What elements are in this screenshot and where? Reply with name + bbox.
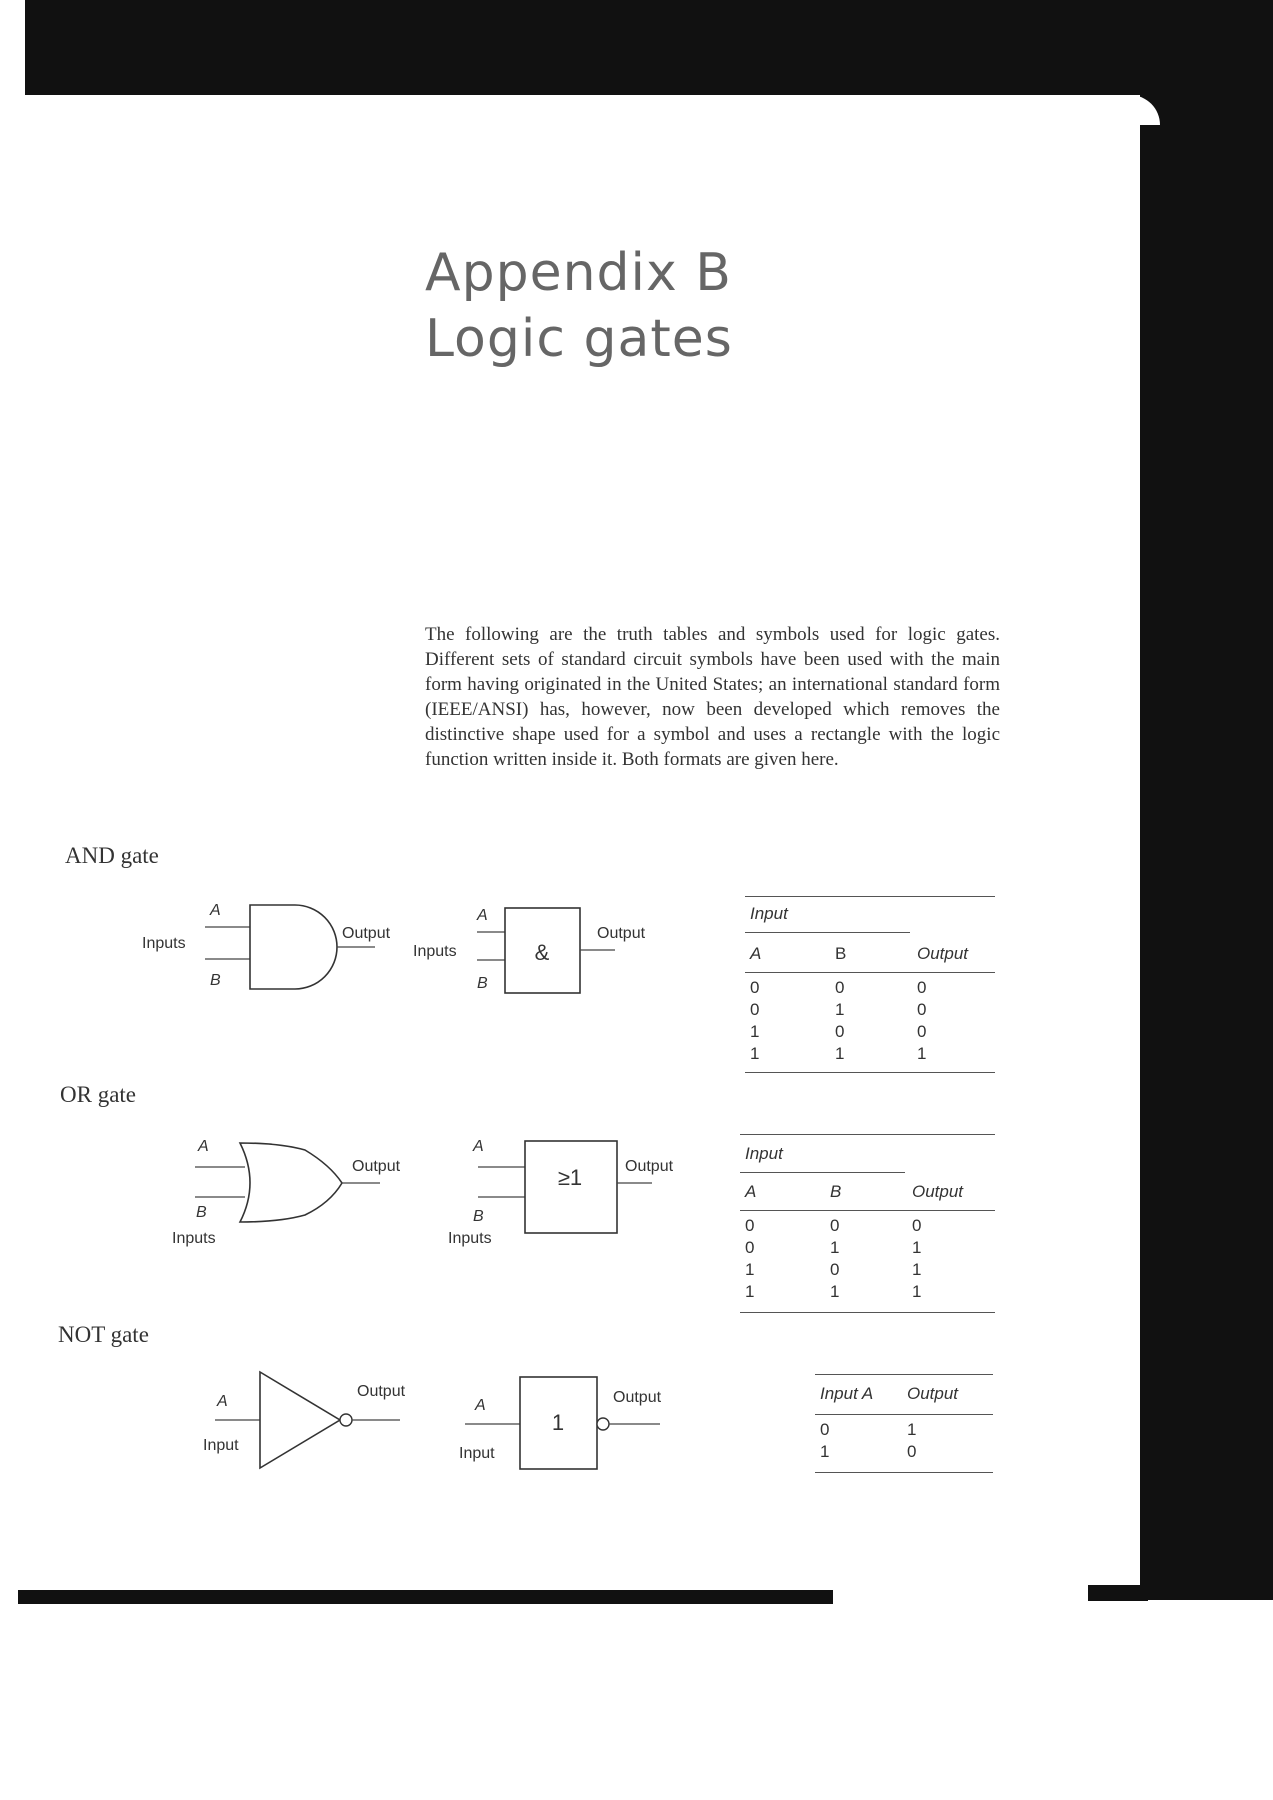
and-ansi-label-b: B <box>210 972 221 989</box>
or-iec-label-a: A <box>472 1138 484 1155</box>
not-truth-table: Input A Output 0 1 1 0 <box>815 1374 993 1484</box>
and-table-cell: 1 <box>750 1044 760 1063</box>
and-iec-label-inputs: Inputs <box>413 943 457 960</box>
or-table-cell: 1 <box>745 1282 755 1301</box>
not-iec-label-input: Input <box>459 1445 495 1462</box>
or-table-cell: 0 <box>912 1216 922 1235</box>
or-table-cell: 1 <box>912 1238 922 1257</box>
and-table-cell: 1 <box>750 1022 760 1041</box>
or-table-cell: 1 <box>830 1238 840 1257</box>
and-table-cell: 0 <box>917 978 927 997</box>
or-table-cell: 0 <box>830 1260 840 1279</box>
and-gate-iec-symbol: & A B Inputs Output <box>413 907 646 994</box>
not-iec-label-output: Output <box>613 1389 662 1406</box>
or-table-cell: 0 <box>830 1216 840 1235</box>
and-table-cell: 1 <box>835 1000 845 1019</box>
or-table-input-group: Input <box>745 1144 783 1163</box>
or-iec-label-b: B <box>473 1208 484 1225</box>
and-table-input-group: Input <box>750 904 788 923</box>
and-table-cell: 0 <box>750 978 760 997</box>
or-ansi-label-b: B <box>196 1204 207 1221</box>
not-table-cell: 0 <box>820 1420 830 1439</box>
and-table-col-output: Output <box>917 944 969 963</box>
or-table-col-output: Output <box>912 1182 964 1201</box>
and-iec-label-a: A <box>476 907 488 924</box>
and-truth-table: Input A B Output 0 0 0 0 1 0 1 0 0 1 1 1 <box>745 896 995 1076</box>
or-table-cell: 1 <box>830 1282 840 1301</box>
and-gate-heading: AND gate <box>65 843 159 868</box>
and-gate-ansi-symbol: A B Inputs Output <box>142 902 391 990</box>
or-ansi-label-output: Output <box>352 1158 401 1175</box>
scan-border-top <box>25 0 1273 95</box>
scan-border-right <box>1140 95 1273 1600</box>
and-table-col-a: A <box>750 944 762 963</box>
scan-border-bottom <box>18 1590 833 1604</box>
and-ansi-label-a: A <box>209 902 221 919</box>
or-table-col-b: B <box>830 1182 842 1201</box>
title-line-1: Appendix B <box>425 243 732 303</box>
or-table-cell: 0 <box>745 1216 755 1235</box>
and-table-col-b: B <box>835 944 847 963</box>
and-table-cell: 0 <box>835 978 845 997</box>
title-line-2: Logic gates <box>425 309 733 369</box>
or-ansi-label-inputs: Inputs <box>172 1230 216 1247</box>
page-title: Appendix B Logic gates <box>425 240 733 372</box>
or-gate-ansi-symbol: A B Inputs Output <box>172 1138 401 1247</box>
or-table-cell: 1 <box>912 1260 922 1279</box>
and-table-cell: 1 <box>917 1044 927 1063</box>
not-ansi-label-a: A <box>216 1393 228 1410</box>
scan-border-bottom-right <box>1088 1585 1148 1601</box>
or-ansi-label-a: A <box>197 1138 209 1155</box>
or-table-cell: 0 <box>745 1238 755 1257</box>
not-gate-heading: NOT gate <box>58 1322 149 1347</box>
or-gate-iec-symbol: ≥1 A B Inputs Output <box>448 1138 674 1247</box>
and-table-cell: 0 <box>835 1022 845 1041</box>
or-table-cell: 1 <box>745 1260 755 1279</box>
or-iec-label-inputs: Inputs <box>448 1230 492 1247</box>
or-table-col-a: A <box>745 1182 757 1201</box>
not-gate-iec-symbol: 1 A Input Output <box>459 1376 662 1470</box>
and-table-cell: 0 <box>750 1000 760 1019</box>
not-gate-ansi-symbol: A Input Output <box>203 1370 406 1470</box>
and-iec-label-output: Output <box>597 925 646 942</box>
and-ansi-label-output: Output <box>342 925 391 942</box>
not-ansi-label-output: Output <box>357 1383 406 1400</box>
not-table-cell: 1 <box>820 1442 830 1461</box>
or-gate-heading: OR gate <box>60 1082 137 1107</box>
and-iec-function-symbol: & <box>535 940 550 965</box>
intro-paragraph: The following are the truth tables and s… <box>425 624 1000 770</box>
or-truth-table: Input A B Output 0 0 0 0 1 1 1 0 1 1 1 1 <box>740 1134 995 1314</box>
or-iec-function-symbol: ≥1 <box>558 1165 582 1190</box>
or-iec-label-output: Output <box>625 1158 674 1175</box>
not-iec-label-a: A <box>474 1397 486 1414</box>
not-iec-function-symbol: 1 <box>552 1410 564 1435</box>
or-table-cell: 1 <box>912 1282 922 1301</box>
and-table-cell: 1 <box>835 1044 845 1063</box>
and-iec-label-b: B <box>477 975 488 992</box>
and-table-cell: 0 <box>917 1000 927 1019</box>
not-table-col-input-a: Input A <box>820 1384 874 1403</box>
not-table-col-output: Output <box>907 1384 959 1403</box>
not-table-cell: 0 <box>907 1442 917 1461</box>
not-ansi-label-input: Input <box>203 1437 239 1454</box>
and-ansi-label-inputs: Inputs <box>142 935 186 952</box>
not-table-cell: 1 <box>907 1420 917 1439</box>
and-table-cell: 0 <box>917 1022 927 1041</box>
